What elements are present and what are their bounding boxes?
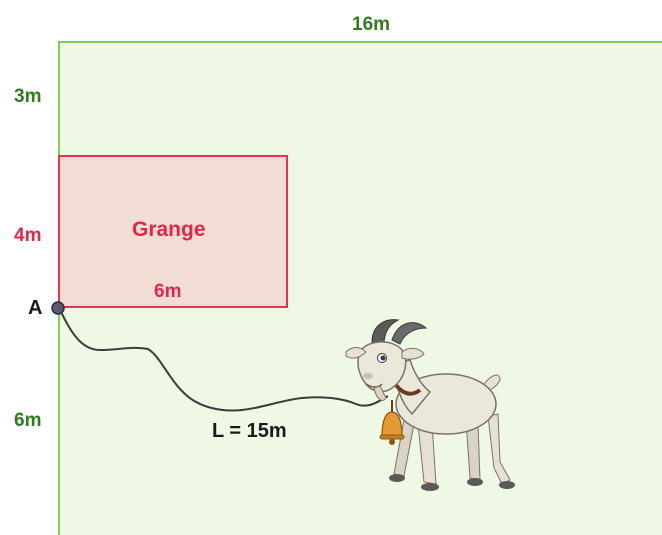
field-top-segment-label: 3m — [14, 86, 42, 107]
field-width-label: 16m — [352, 14, 391, 35]
barn-name-label: Grange — [132, 218, 206, 241]
goat-icon — [345, 319, 515, 491]
anchor-point-label: A — [28, 297, 43, 319]
rope-length-label: L = 15m — [212, 420, 287, 442]
barn-rectangle — [58, 155, 288, 308]
barn-height-label: 4m — [14, 225, 42, 246]
field-bottom-segment-label: 6m — [14, 410, 42, 431]
anchor-point — [51, 301, 65, 315]
barn-width-label: 6m — [154, 281, 182, 302]
bell-icon — [379, 400, 405, 445]
rope-line — [58, 307, 389, 412]
